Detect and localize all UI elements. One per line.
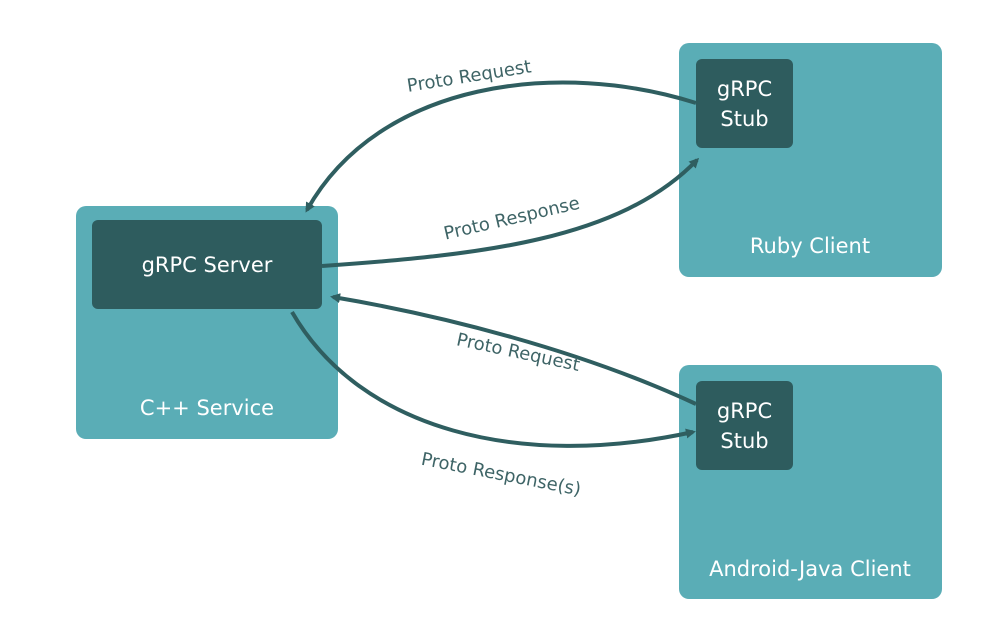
android-grpc-stub-label: gRPC Stub — [716, 398, 773, 453]
ruby-request-label: Proto Request — [406, 56, 533, 96]
ruby-response-arrow — [321, 157, 700, 268]
android-response-label: Proto Response(s) — [419, 449, 582, 501]
ruby-grpc-stub-box: gRPC Stub — [696, 59, 793, 148]
android-grpc-stub-box: gRPC Stub — [696, 381, 793, 470]
android-java-client-label: Android-Java Client — [709, 557, 911, 581]
grpc-server-label: gRPC Server — [141, 252, 273, 277]
ruby-client-label: Ruby Client — [749, 234, 871, 258]
android-request-label: Proto Request — [455, 329, 582, 376]
ruby-response-label: Proto Response — [442, 193, 582, 245]
ruby-grpc-stub-label: gRPC Stub — [716, 76, 773, 131]
ruby-request-arrow — [305, 80, 697, 213]
cpp-service-label: C++ Service — [139, 396, 275, 420]
android-response-arrow — [290, 310, 696, 448]
grpc-server-box: gRPC Server — [92, 220, 322, 309]
android-request-arrow — [330, 293, 697, 406]
